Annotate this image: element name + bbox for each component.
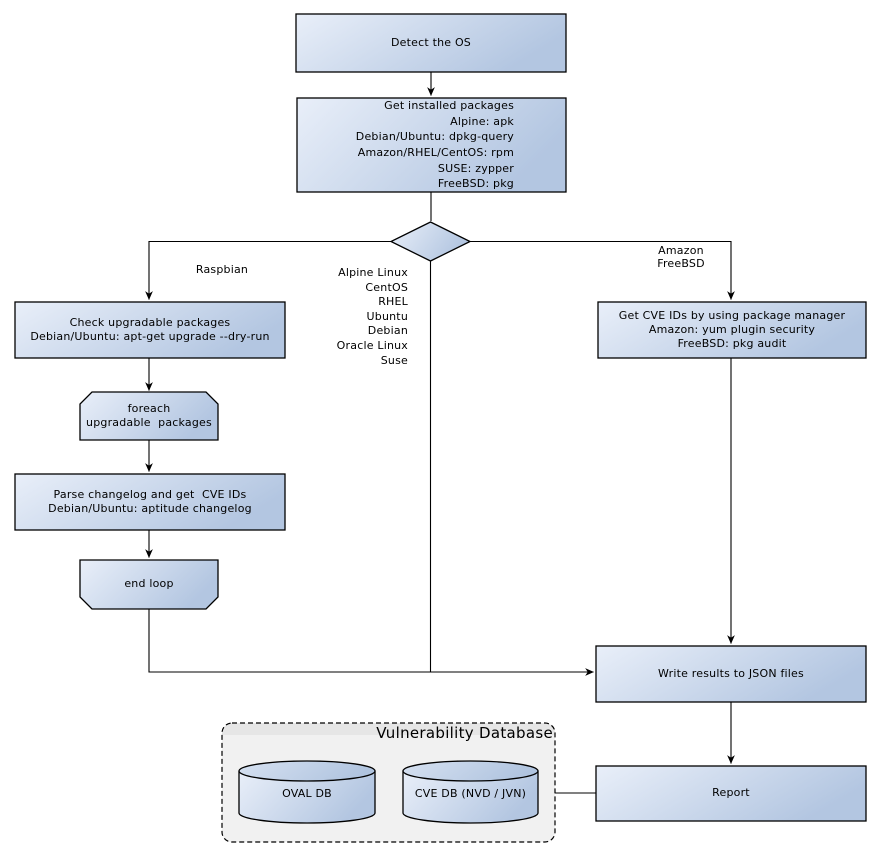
edge-decision-to-getcve: [470, 240, 735, 300]
edge-decision-to-check: [145, 240, 391, 300]
node-check-upgradable: [14, 301, 286, 359]
node-parse-changelog: [14, 473, 286, 531]
node-report: [595, 765, 867, 822]
cve-db-cylinder: [402, 760, 539, 824]
node-detect-os: [295, 13, 567, 73]
node-write-results: [595, 645, 867, 703]
node-end-loop: [79, 559, 219, 610]
node-get-cve-ids: [597, 301, 867, 359]
node-os-decision-diamond: [389, 221, 472, 262]
node-get-installed-packages: [296, 97, 567, 193]
connectors: [145, 72, 735, 794]
node-foreach-loop-start: [79, 391, 219, 441]
edge-endloop-to-write: [148, 609, 594, 676]
oval-db-cylinder: [238, 760, 376, 824]
